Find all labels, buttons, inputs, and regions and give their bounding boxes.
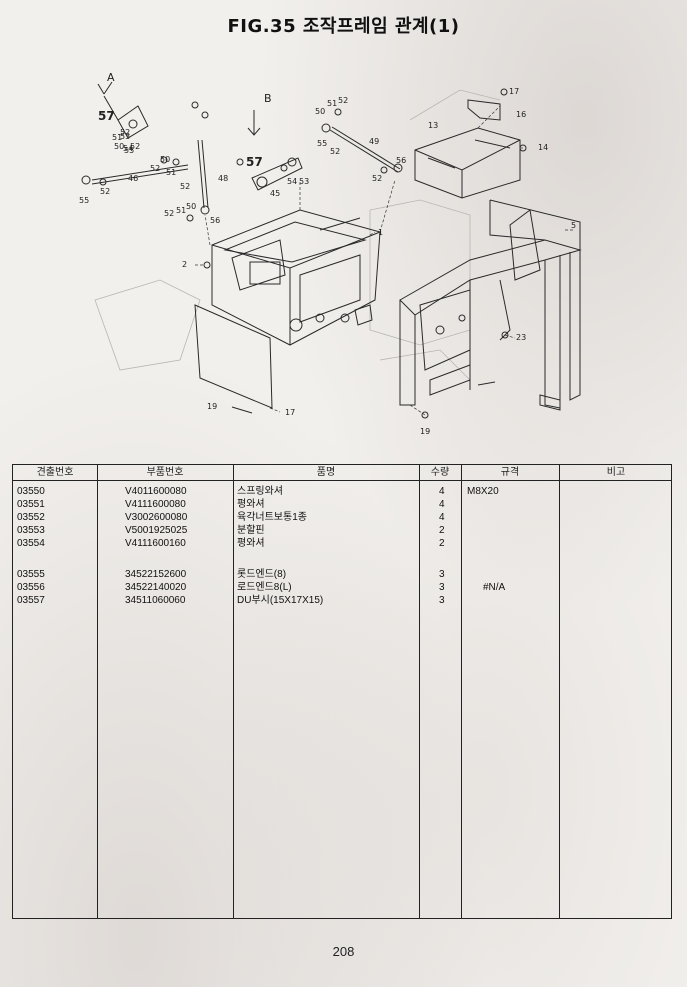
callout-53-center: 53 — [299, 177, 310, 186]
callout-51: 51 — [112, 133, 123, 142]
table-cell-part: 34511060060 — [125, 595, 186, 606]
callout-50: 50 — [114, 142, 125, 151]
header-part-name: 품명 — [316, 467, 336, 478]
table-cell-qty: 2 — [439, 525, 445, 536]
page-number: 208 — [332, 944, 355, 959]
callout-17-bottom: 17 — [285, 408, 296, 417]
callout-52-mid: 52 — [150, 164, 161, 173]
table-cell-no: 03551 — [17, 499, 45, 510]
callout-55-left: 55 — [79, 196, 90, 205]
header-remarks: 비고 — [606, 467, 626, 478]
table-cell-name: 평와셔 — [237, 538, 265, 549]
table-cell-no: 03555 — [17, 569, 45, 580]
table-cell-spec: #N/A — [483, 582, 506, 593]
table-cell-qty: 2 — [439, 538, 445, 549]
table-cell-part: 34522140020 — [125, 582, 187, 593]
table-cell-name: 로드엔드8(L) — [237, 582, 292, 593]
callout-50-mid: 50 — [160, 155, 171, 164]
callout-52-mid2: 52 — [180, 182, 191, 191]
header-item-no: 견출번호 — [36, 467, 74, 478]
column-divider — [419, 465, 420, 918]
column-divider — [233, 465, 234, 918]
callout-51-right: 51 — [327, 99, 338, 108]
callout-52b: 52 — [130, 142, 141, 151]
callout-5: 5 — [571, 221, 577, 230]
table-cell-name: DU부시(15X17X15) — [237, 595, 324, 606]
table-cell-no: 03556 — [17, 582, 45, 593]
callout-19-left: 19 — [207, 402, 218, 411]
callout-46: 46 — [128, 174, 139, 183]
table-cell-part: V3002600080 — [125, 512, 188, 523]
table-cell-no: 03554 — [17, 538, 45, 549]
callout-50-right: 50 — [315, 107, 326, 116]
header-quantity: 수량 — [430, 467, 450, 478]
parts-table: 견출번호 부품번호 품명 수량 규격 비고 03550 V4011600080 … — [12, 464, 672, 919]
callout-57-center: 57 — [246, 155, 263, 169]
table-cell-qty: 3 — [439, 582, 445, 593]
header-spec: 규격 — [500, 467, 520, 478]
callout-57-left: 57 — [98, 109, 115, 123]
view-arrow-a-label: A — [107, 71, 115, 84]
table-cell-no: 03550 — [17, 486, 45, 497]
callout-51-mid: 51 — [166, 168, 177, 177]
callout-52-left: 52 — [100, 187, 111, 196]
table-cell-part: 34522152600 — [125, 569, 187, 580]
callout-13: 13 — [428, 121, 439, 130]
table-cell-name: 분할핀 — [237, 525, 265, 536]
column-divider — [97, 465, 98, 918]
callout-2: 2 — [182, 260, 188, 269]
callout-14: 14 — [538, 143, 549, 152]
callout-55-right: 55 — [317, 139, 328, 148]
table-cell-part: V4011600080 — [125, 486, 187, 497]
callout-48: 48 — [218, 174, 229, 183]
table-cell-qty: 4 — [439, 486, 445, 497]
callout-54: 54 — [123, 144, 134, 153]
callout-56-low: 56 — [210, 216, 221, 225]
table-cell-part: V4111600080 — [125, 499, 186, 510]
column-divider — [461, 465, 462, 918]
callout-50-low: 50 — [186, 202, 197, 211]
table-cell-name: 롯드엔드(8) — [237, 569, 287, 580]
callout-56-right: 56 — [396, 156, 407, 165]
callout-23: 23 — [516, 333, 527, 342]
header-divider — [13, 480, 671, 481]
callout-49: 49 — [369, 137, 380, 146]
exploded-parts-diagram — [81, 81, 582, 419]
callout-52-right3: 52 — [372, 174, 383, 183]
callout-52-right2: 52 — [330, 147, 341, 156]
table-cell-no: 03557 — [17, 595, 45, 606]
callout-55: 55 — [124, 146, 135, 155]
column-divider — [559, 465, 560, 918]
callout-45: 45 — [270, 189, 281, 198]
table-cell-qty: 3 — [439, 595, 445, 606]
table-cell-no: 03553 — [17, 525, 45, 536]
callout-52-low: 52 — [164, 209, 175, 218]
callout-51-low: 51 — [176, 206, 187, 215]
callout-16: 16 — [516, 110, 527, 119]
callout-53: 53 — [120, 132, 131, 141]
table-cell-qty: 4 — [439, 512, 445, 523]
table-cell-qty: 4 — [439, 499, 445, 510]
table-cell-name: 스프링와셔 — [237, 486, 283, 497]
table-cell-name: 평와셔 — [237, 499, 265, 510]
callout-17-top: 17 — [509, 87, 520, 96]
callout-52-right: 52 — [338, 96, 349, 105]
header-part-number: 부품번호 — [146, 467, 184, 478]
table-cell-part: V4111600160 — [125, 538, 186, 549]
callout-1: 1 — [378, 228, 384, 237]
callout-54-center: 54 — [287, 177, 298, 186]
table-cell-no: 03552 — [17, 512, 45, 523]
callout-19-right: 19 — [420, 427, 431, 436]
table-cell-part: V5001925025 — [125, 525, 188, 536]
figure-title: FIG.35 조작프레임 관계(1) — [227, 16, 460, 37]
view-arrow-b-label: B — [264, 92, 272, 105]
table-cell-spec: M8X20 — [467, 486, 499, 497]
table-cell-qty: 3 — [439, 569, 445, 580]
callout-52: 52 — [120, 128, 131, 137]
table-cell-name: 육각너트보통1종 — [237, 512, 307, 523]
